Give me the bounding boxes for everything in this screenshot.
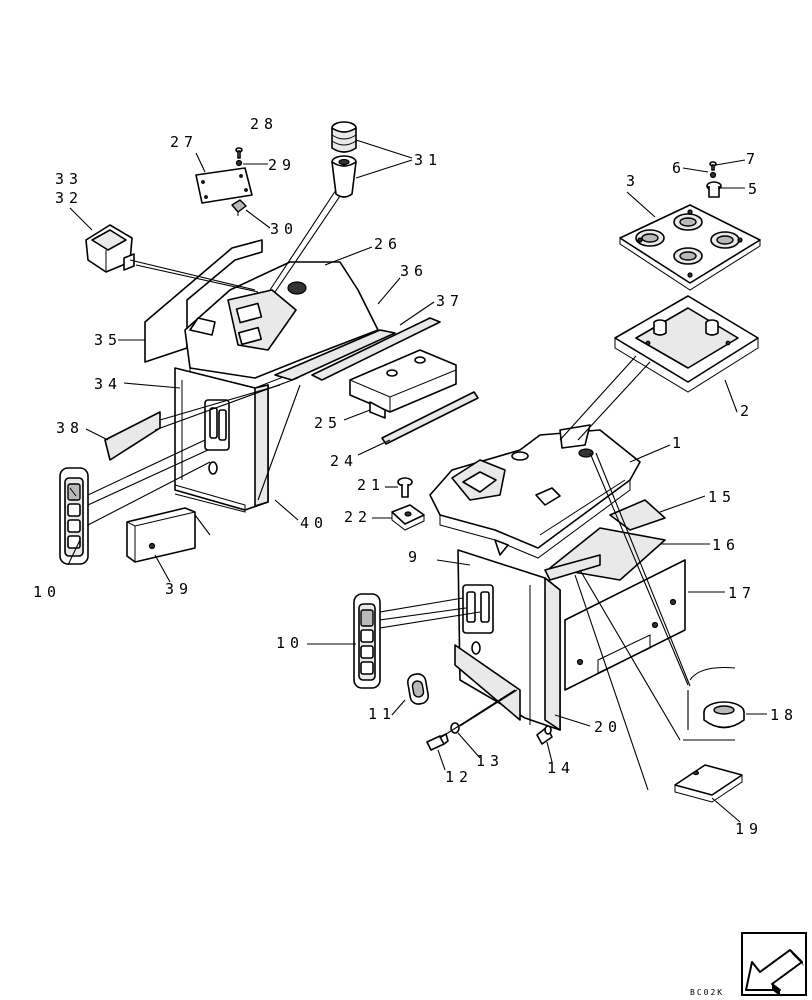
callout-19: 19 — [735, 820, 763, 838]
part-36-strip — [274, 329, 396, 381]
callout-26: 26 — [374, 235, 402, 253]
part-14-plug — [536, 725, 553, 745]
callout-40: 40 — [300, 514, 328, 532]
callout-35: 35 — [94, 331, 122, 349]
callout-31: 31 — [414, 151, 442, 169]
callout-32: 32 — [55, 189, 83, 207]
part-29-washer — [235, 159, 243, 167]
part-19-pad — [674, 764, 743, 803]
callout-38: 38 — [56, 419, 84, 437]
callout-2: 2 — [740, 402, 754, 420]
part-38-wedge — [104, 411, 161, 461]
callout-16: 16 — [712, 536, 740, 554]
part-6-washer — [709, 171, 717, 179]
part-39-block — [126, 507, 196, 563]
callout-25: 25 — [314, 414, 342, 432]
callout-12: 12 — [445, 768, 473, 786]
callout-21: 21 — [357, 476, 385, 494]
callout-33: 33 — [55, 170, 83, 188]
part-10-switch-panel-left — [59, 467, 89, 565]
callout-39: 39 — [165, 580, 193, 598]
part-7-screw — [709, 161, 717, 171]
callout-30: 30 — [270, 220, 298, 238]
callout-10-left: 10 — [33, 583, 61, 601]
callout-29: 29 — [268, 156, 296, 174]
part-1-main-console — [429, 424, 641, 559]
part-35-side-panel — [144, 239, 263, 363]
callout-11: 11 — [368, 705, 396, 723]
callout-36: 36 — [400, 262, 428, 280]
callout-3: 3 — [626, 172, 640, 190]
callout-28: 28 — [250, 115, 278, 133]
part-26-upper-cover — [184, 261, 379, 389]
callout-6: 6 — [672, 159, 686, 177]
callout-5: 5 — [748, 180, 762, 198]
part-21-screw — [397, 477, 413, 498]
part-11-grommet — [406, 673, 430, 705]
part-2-gasket-frame — [614, 295, 759, 393]
leader-lines-left — [87, 189, 341, 536]
part-40-lower-housing — [174, 367, 269, 513]
part-31-knob — [331, 121, 357, 198]
callout-10-right: 10 — [276, 634, 304, 652]
part-12-screw — [426, 733, 449, 751]
part-18-grommet-ring — [703, 701, 745, 729]
part-17-side-panel — [564, 559, 686, 691]
callout-15: 15 — [708, 488, 736, 506]
part-28-screw — [235, 147, 243, 159]
part-3-top-plate — [619, 204, 761, 291]
part-32-rocker-switch — [85, 224, 135, 273]
part-37-strip — [311, 317, 441, 381]
callout-14: 14 — [547, 759, 575, 777]
callout-17: 17 — [728, 584, 756, 602]
callout-24: 24 — [330, 452, 358, 470]
part-10-switch-panel-right — [353, 593, 381, 689]
part-15-strip — [609, 499, 666, 531]
drawing-code: BC02K — [690, 988, 724, 997]
callout-7: 7 — [746, 150, 760, 168]
callout-27: 27 — [170, 133, 198, 151]
callout-18: 18 — [770, 706, 798, 724]
part-22-clip — [391, 504, 425, 531]
part-30-clip — [231, 199, 247, 216]
arrow-down-left-icon[interactable] — [741, 932, 807, 996]
callout-9: 9 — [408, 548, 422, 566]
callout-13: 13 — [476, 752, 504, 770]
part-5-bolt — [706, 181, 722, 198]
callout-20: 20 — [594, 718, 622, 736]
part-27-plate — [195, 167, 253, 204]
callout-1: 1 — [672, 434, 686, 452]
callout-22: 22 — [344, 508, 372, 526]
part-20-bracket — [454, 644, 521, 721]
leader-lines-right — [379, 355, 736, 791]
part-25-block — [349, 349, 457, 419]
callout-labels: 1 2 3 5 6 7 9 10 10 11 12 13 14 15 16 17… — [33, 115, 798, 838]
callout-34: 34 — [94, 375, 122, 393]
part-16-plate — [544, 527, 666, 581]
callout-37: 37 — [436, 292, 464, 310]
